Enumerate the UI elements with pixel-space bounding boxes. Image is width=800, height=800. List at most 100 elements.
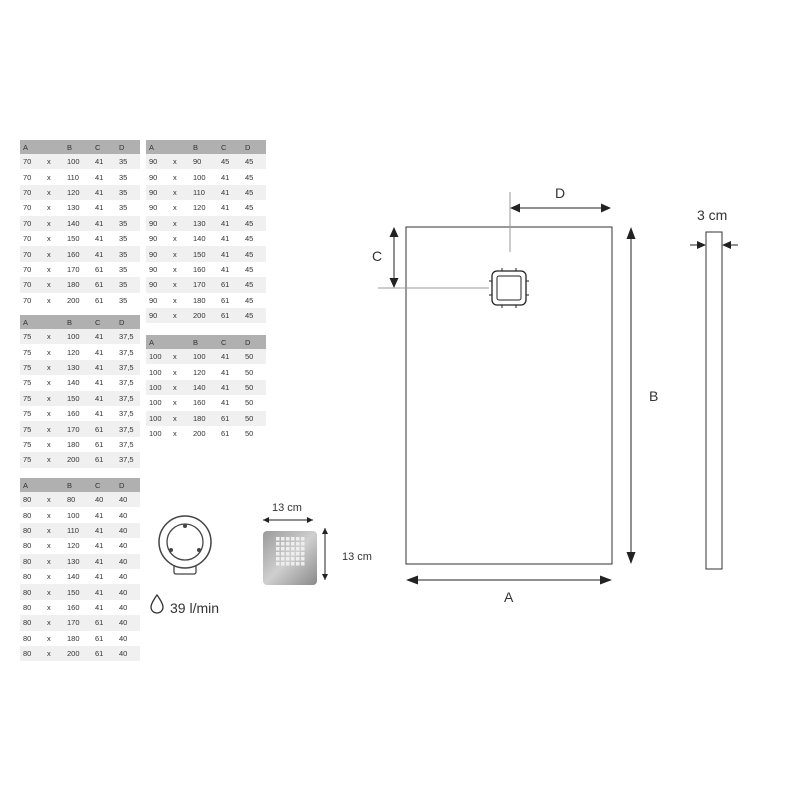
cell-a: 70 [20, 292, 44, 308]
cell-b: 180 [190, 292, 218, 308]
cell-x: x [44, 421, 64, 437]
cell-d: 50 [242, 364, 266, 380]
cell-x: x [44, 436, 64, 453]
cell-x: x [44, 599, 64, 616]
cell-x: x [44, 615, 64, 631]
cell-d: 40 [116, 615, 140, 631]
cell-c: 41 [92, 169, 116, 185]
cell-x: x [44, 215, 64, 231]
header-d: D [242, 140, 266, 154]
cell-b: 200 [64, 452, 92, 468]
cell-a: 90 [146, 184, 170, 201]
header-d: D [116, 315, 140, 329]
cell-c: 61 [92, 421, 116, 437]
cell-c: 61 [92, 452, 116, 468]
cell-d: 37,5 [116, 436, 140, 453]
cell-x: x [44, 553, 64, 569]
cell-d: 35 [116, 261, 140, 278]
drain-valve-icon [158, 515, 212, 575]
cell-a: 75 [20, 359, 44, 376]
cell-d: 45 [242, 277, 266, 293]
cell-c: 41 [92, 538, 116, 554]
cell-x: x [44, 568, 64, 585]
cell-a: 70 [20, 169, 44, 185]
cell-c: 61 [218, 307, 242, 324]
cell-x: x [44, 452, 64, 468]
cell-x: x [170, 395, 190, 411]
cell-b: 150 [64, 584, 92, 600]
cell-d: 40 [116, 645, 140, 662]
cell-d: 45 [242, 184, 266, 201]
cell-x: x [170, 200, 190, 216]
cell-c: 41 [92, 405, 116, 422]
thickness-label: 3 cm [697, 207, 728, 223]
cell-b: 160 [190, 395, 218, 411]
header-c: C [218, 335, 242, 349]
cell-b: 120 [64, 344, 92, 360]
cell-a: 80 [20, 553, 44, 569]
cell-a: 70 [20, 200, 44, 216]
cell-d: 45 [242, 292, 266, 308]
cell-d: 45 [242, 154, 266, 170]
cell-b: 150 [64, 390, 92, 406]
cell-c: 41 [218, 364, 242, 380]
cell-c: 41 [92, 599, 116, 616]
grate-width-label: 13 cm [272, 502, 302, 514]
cell-d: 40 [116, 584, 140, 600]
cell-a: 75 [20, 436, 44, 453]
cell-b: 200 [190, 307, 218, 324]
grate-height-label: 13 cm [342, 551, 372, 563]
cell-a: 75 [20, 329, 44, 345]
cell-a: 90 [146, 307, 170, 324]
cell-x: x [44, 507, 64, 523]
cell-d: 37,5 [116, 359, 140, 376]
cell-a: 75 [20, 452, 44, 468]
table-header-row: A B C D [146, 140, 266, 154]
cell-b: 130 [64, 359, 92, 376]
cell-c: 61 [92, 645, 116, 662]
cell-c: 41 [218, 379, 242, 396]
cell-c: 41 [218, 395, 242, 411]
cell-c: 41 [92, 507, 116, 523]
cell-c: 41 [92, 154, 116, 170]
cell-c: 41 [92, 184, 116, 201]
cell-c: 40 [92, 492, 116, 508]
cell-d: 50 [242, 410, 266, 426]
header-d: D [116, 478, 140, 492]
cell-c: 61 [92, 277, 116, 293]
cell-x: x [170, 169, 190, 185]
cell-c: 61 [92, 630, 116, 646]
cell-a: 90 [146, 200, 170, 216]
cell-a: 80 [20, 615, 44, 631]
water-drop-icon [150, 594, 164, 614]
cell-d: 35 [116, 230, 140, 247]
cell-d: 35 [116, 200, 140, 216]
cell-c: 41 [92, 246, 116, 262]
cell-b: 180 [64, 630, 92, 646]
cell-a: 90 [146, 292, 170, 308]
cell-x: x [44, 522, 64, 539]
cell-b: 120 [64, 184, 92, 201]
cell-c: 41 [92, 375, 116, 391]
cell-a: 75 [20, 375, 44, 391]
cell-b: 140 [190, 379, 218, 396]
